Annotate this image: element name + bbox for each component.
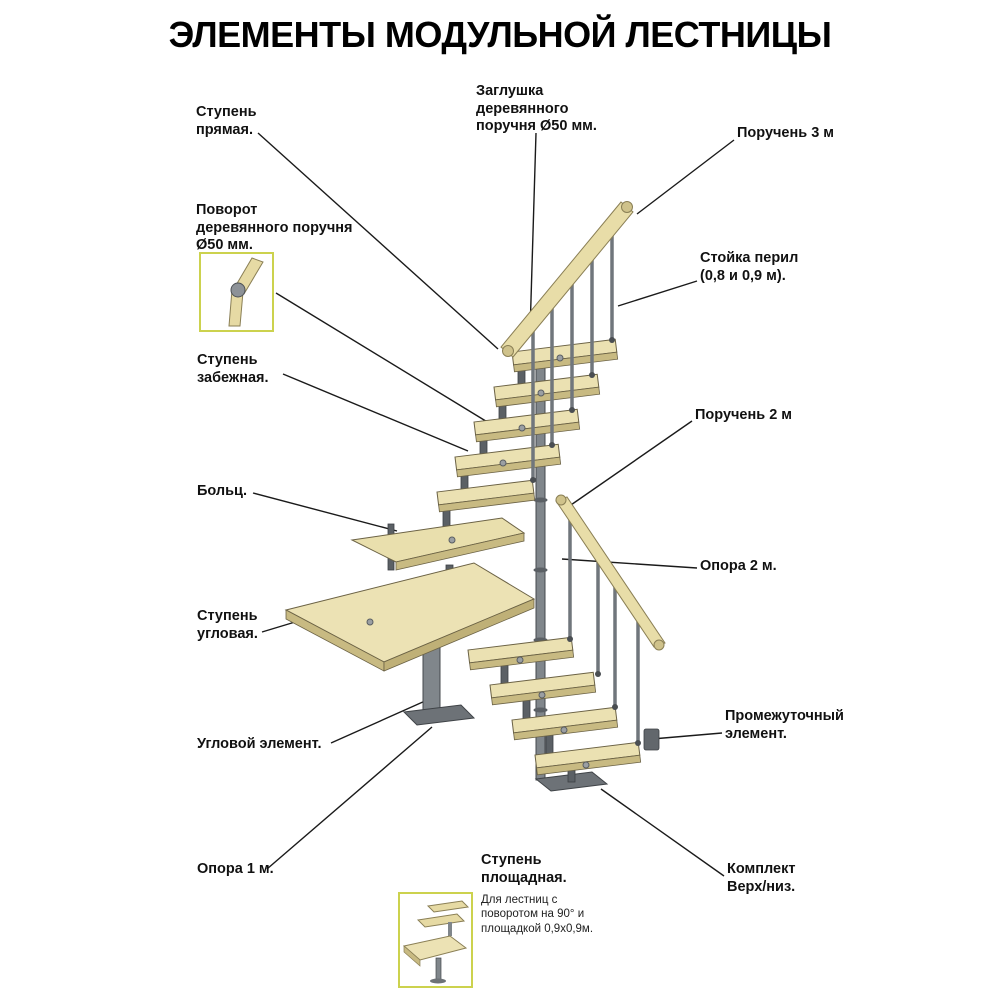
callout-straight-step: Ступень прямая.: [196, 104, 257, 138]
callout-support-2m: Опора 2 м.: [700, 558, 777, 574]
callout-kit-top-bottom: Комплект Верх/низ.: [727, 861, 796, 895]
callout-support-1m: Опора 1 м.: [197, 861, 274, 877]
leader-lines: [252, 132, 735, 877]
handrail-3m-shape: [500, 201, 634, 358]
callout-intermediate-element: Промежуточный элемент.: [725, 708, 844, 742]
callout-handrail-2m: Поручень 2 м: [695, 407, 793, 423]
callout-corner-step: Ступень угловая.: [197, 608, 258, 642]
corner-steps: [284, 517, 536, 672]
callout-winder-step: Ступень забежная.: [197, 352, 269, 386]
handrail-turn-inset-drawing: [228, 257, 264, 327]
callout-handrail-3m: Поручень 3 м: [737, 125, 835, 141]
handrail-turn-inset-image: [199, 252, 274, 332]
callout-handrail-plug: Заглушка деревянного поручня Ø50 мм.: [476, 83, 597, 135]
page-title: ЭЛЕМЕНТЫ МОДУЛЬНОЙ ЛЕСТНИЦЫ: [168, 14, 832, 55]
callout-landing-step: Ступень площадная.: [481, 852, 567, 886]
handrail-2m-shape: [555, 494, 666, 651]
lower-flight-steps: [467, 636, 642, 776]
landing-step-inset-drawing: [402, 900, 470, 984]
landing-step-note: Для лестниц с поворотом на 90° и площадк…: [481, 894, 594, 935]
callout-corner-element: Угловой элемент.: [197, 736, 322, 752]
callout-handrail-turn: Поворот деревянного поручня Ø50 мм.: [196, 202, 353, 254]
callout-bolts: Больц.: [197, 483, 247, 499]
landing-step-inset-image: [398, 892, 473, 988]
step-bolt-caps: [366, 354, 590, 769]
callout-railing-post: Стойка перил (0,8 и 0,9 м).: [700, 250, 799, 284]
